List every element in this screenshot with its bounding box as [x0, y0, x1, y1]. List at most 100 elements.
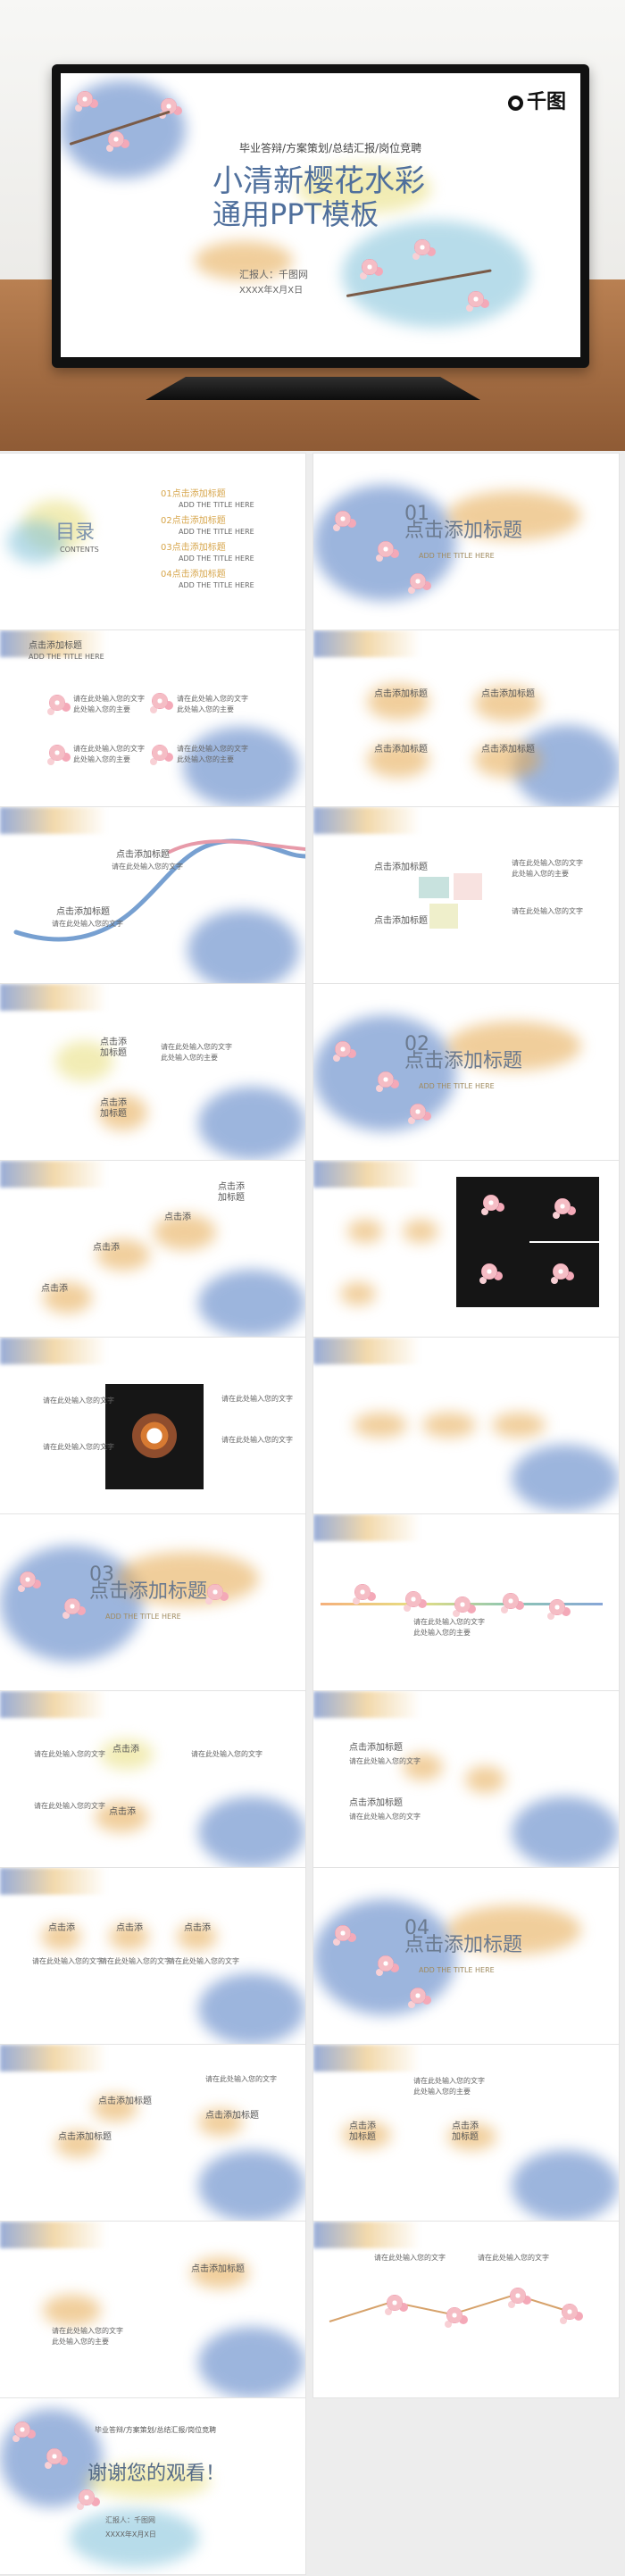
slide-section-03[interactable]: 03 点击添加标题 ADD THE TITLE HERE — [0, 1514, 305, 1690]
closing-title: 谢谢您的观看！ — [88, 2463, 226, 2485]
slide-text: 此处输入您的主要 — [161, 1054, 218, 1062]
slide-text: 请在此处输入您的文字 — [52, 920, 123, 928]
slide-heading: 点击添加标题 — [56, 907, 110, 917]
slide-heading: 点击添 — [164, 1213, 191, 1222]
toc-item-2[interactable]: 02点击添加标题 — [161, 516, 226, 526]
slide-header-title: 点击添加标题 — [29, 641, 82, 651]
slide-15[interactable]: 点击添加标题 点击添加标题 点击添加标题 请在此处输入您的文字 — [0, 2045, 305, 2221]
slide-text: 请在此处输入您的文字 — [349, 1813, 421, 1821]
slide-section-01[interactable]: 01 点击添加标题 ADD THE TITLE HERE — [313, 454, 619, 629]
section-04-sub: ADD THE TITLE HERE — [419, 1966, 495, 1974]
blossom-icon — [414, 239, 430, 255]
slide-17[interactable]: 点击添加标题 请在此处输入您的文字 此处输入您的主要 — [0, 2222, 305, 2397]
slide-text: 请在此处输入您的文字 — [413, 2077, 485, 2085]
slide-text: 请在此处输入您的文字 — [161, 1043, 232, 1051]
cover-reporter: 汇报人：千图网 — [239, 269, 308, 280]
slide-heading: 点击添加标题 — [481, 745, 535, 754]
slide-text: 此处输入您的主要 — [413, 1629, 471, 1637]
slide-text: 此处输入您的主要 — [52, 2338, 109, 2346]
slide-14[interactable]: 点击添 点击添 点击添 请在此处输入您的文字 请在此处输入您的文字 请在此处输入… — [0, 1868, 305, 2044]
section-03-number: 03 — [89, 1563, 114, 1586]
slide-heading: 加标题 — [100, 1109, 127, 1119]
slide-08[interactable] — [313, 1161, 619, 1337]
slide-text: 请在此处输入您的文字 — [413, 1618, 485, 1626]
slide-heading: 点击添加标题 — [349, 1743, 403, 1753]
slide-heading: 点击添 — [349, 2122, 376, 2131]
slide-heading: 点击添 — [116, 1923, 143, 1933]
blossom-icon — [468, 291, 484, 307]
slide-toc[interactable]: 目录 CONTENTS 01点击添加标题 ADD THE TITLE HERE … — [0, 454, 305, 629]
slide-heading: 点击添加标题 — [374, 745, 428, 754]
curve-graphic — [13, 838, 305, 942]
slide-heading: 点击添 — [48, 1923, 75, 1933]
slide-text: 请在此处输入您的文字 — [374, 2254, 446, 2262]
slide-heading: 加标题 — [100, 1048, 127, 1058]
cover-date: XXXX年X月X日 — [239, 286, 304, 296]
slide-heading: 点击添加标题 — [191, 2264, 245, 2274]
slide-text: 请在此处输入您的文字 — [349, 1757, 421, 1765]
slide-heading: 点击添加标题 — [116, 850, 170, 860]
slide-heading: 点击添加标题 — [98, 2097, 152, 2106]
cover-slide: 千图 毕业答辩/方案策划/总结汇报/岗位竞聘 小清新樱花水彩 通用PPT模板 汇… — [61, 73, 580, 357]
toc-item-2-sub: ADD THE TITLE HERE — [179, 528, 254, 536]
slide-heading: 点击添加标题 — [205, 2111, 259, 2121]
section-03-title: 点击添加标题 — [89, 1580, 208, 1603]
slide-12[interactable]: 请在此处输入您的文字 请在此处输入您的文字 请在此处输入您的文字 点击添 点击添 — [0, 1691, 305, 1867]
slide-16[interactable]: 点击添 加标题 点击添 加标题 请在此处输入您的文字 此处输入您的主要 — [313, 2045, 619, 2221]
slide-heading: 点击添加标题 — [374, 689, 428, 699]
slide-text: 请在此处输入您的文字 — [32, 1957, 104, 1965]
toc-item-4[interactable]: 04点击添加标题 — [161, 570, 226, 579]
logo-mark-icon — [507, 96, 523, 111]
slide-header-sub: ADD THE TITLE HERE — [29, 653, 104, 661]
slide-heading: 点击添加标题 — [374, 863, 428, 872]
slide-heading: 点击添加标题 — [374, 916, 428, 926]
slide-text: 请在此处输入您的文字 — [191, 1750, 262, 1758]
slide-heading: 点击添加标题 — [349, 1798, 403, 1808]
section-04-title: 点击添加标题 — [404, 1934, 523, 1956]
slide-04[interactable]: 点击添加标题 请在此处输入您的文字 点击添加标题 请在此处输入您的文字 — [0, 807, 305, 983]
section-01-sub: ADD THE TITLE HERE — [419, 552, 495, 560]
slide-heading: 加标题 — [349, 2132, 376, 2142]
slide-heading: 加标题 — [452, 2132, 479, 2142]
slide-text: 请在此处输入您的文字 — [221, 1395, 293, 1403]
slide-text: 请在此处输入您的文字 — [205, 2075, 277, 2083]
slide-18[interactable]: 请在此处输入您的文字 请在此处输入您的文字 — [313, 2222, 619, 2397]
slide-heading: 点击添 — [41, 1284, 68, 1294]
slide-09[interactable]: 请在此处输入您的文字 请在此处输入您的文字 请在此处输入您的文字 请在此处输入您… — [0, 1338, 305, 1513]
blossom-icon — [77, 91, 93, 107]
cover-preview: 千图 毕业答辩/方案策划/总结汇报/岗位竞聘 小清新樱花水彩 通用PPT模板 汇… — [0, 0, 625, 451]
slide-heading: 加标题 — [218, 1193, 245, 1203]
slide-07[interactable]: 点击添 加标题 点击添 点击添 点击添 — [0, 1161, 305, 1337]
slide-text: 请在此处输入您的文字 — [112, 863, 183, 871]
slide-text: 请在此处输入您的文字 — [43, 1443, 114, 1451]
closing-tagline: 毕业答辩/方案策划/总结汇报/岗位竞聘 — [95, 2426, 217, 2434]
slide-text: 请在此处输入您的文字 — [168, 1957, 239, 1965]
toc-title: 目录 — [55, 521, 96, 544]
slide-text: 请在此处输入您的文字 — [34, 1802, 105, 1810]
toc-item-3[interactable]: 03点击添加标题 — [161, 543, 226, 553]
section-02-title: 点击添加标题 — [404, 1050, 523, 1072]
slide-06[interactable]: 点击添 加标题 点击添 加标题 请在此处输入您的文字 此处输入您的主要 — [0, 984, 305, 1160]
toc-item-1[interactable]: 01点击添加标题 — [161, 489, 226, 499]
slide-text: 此处输入您的主要 — [177, 705, 234, 713]
slide-closing[interactable]: 毕业答辩/方案策划/总结汇报/岗位竞聘 谢谢您的观看！ 汇报人：千图网 XXXX… — [0, 2398, 305, 2574]
slide-text: 此处输入您的主要 — [73, 705, 130, 713]
slide-11[interactable]: 请在此处输入您的文字 此处输入您的主要 — [313, 1514, 619, 1690]
slide-10[interactable] — [313, 1338, 619, 1513]
slide-text: 请在此处输入您的文字 — [34, 1750, 105, 1758]
section-01-title: 点击添加标题 — [404, 520, 523, 542]
slide-section-04[interactable]: 04 点击添加标题 ADD THE TITLE HERE — [313, 1868, 619, 2044]
slide-02[interactable]: 点击添加标题 ADD THE TITLE HERE 请在此处输入您的文字 此处输… — [0, 630, 305, 806]
section-03-sub: ADD THE TITLE HERE — [105, 1613, 181, 1621]
slide-03[interactable]: 点击添加标题 点击添加标题 点击添加标题 点击添加标题 — [313, 630, 619, 806]
toc-item-3-sub: ADD THE TITLE HERE — [179, 554, 254, 563]
closing-reporter: 汇报人：千图网 — [105, 2516, 155, 2524]
slide-05[interactable]: 点击添加标题 点击添加标题 请在此处输入您的文字 此处输入您的主要 请在此处输入… — [313, 807, 619, 983]
section-04-number: 04 — [404, 1917, 429, 1939]
slide-text: 请在此处输入您的文字 — [512, 859, 583, 867]
slide-text: 请在此处输入您的文字 — [177, 695, 248, 703]
slide-heading: 点击添 — [218, 1182, 245, 1192]
slide-13[interactable]: 点击添加标题 点击添加标题 请在此处输入您的文字 请在此处输入您的文字 — [313, 1691, 619, 1867]
section-02-sub: ADD THE TITLE HERE — [419, 1082, 495, 1090]
slide-section-02[interactable]: 02 点击添加标题 ADD THE TITLE HERE — [313, 984, 619, 1160]
